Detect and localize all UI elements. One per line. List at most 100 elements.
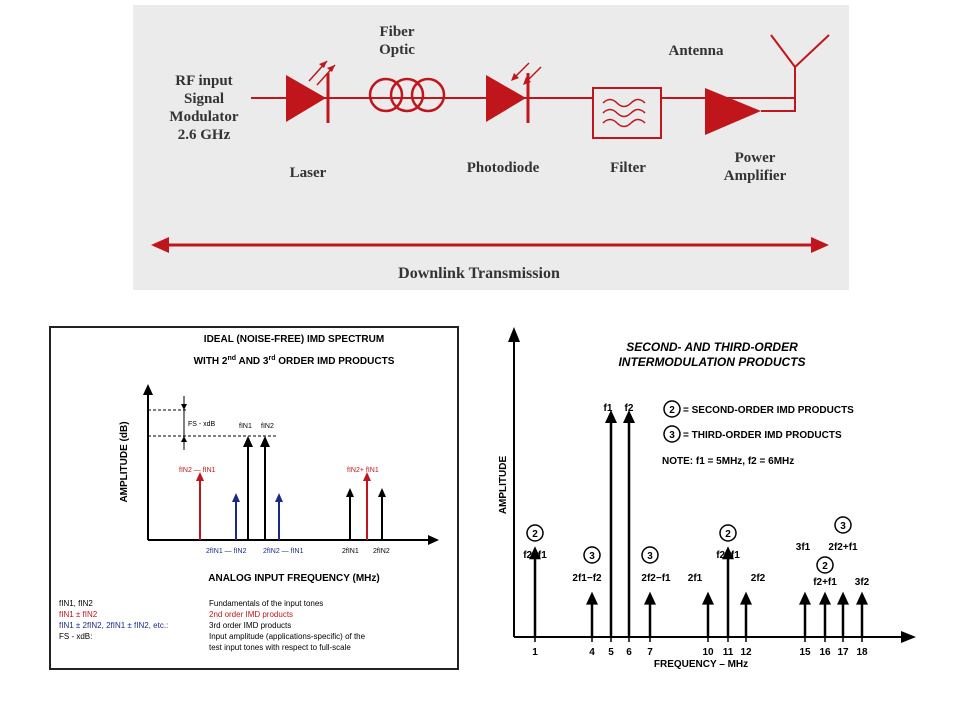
order-2-marker-3	[816, 556, 834, 574]
downlink-diagram: RF input Signal Modulator 2.6 GHz Laser …	[151, 24, 830, 282]
third-order-high-tone	[275, 493, 283, 540]
x-tick-label: 10	[702, 647, 714, 658]
x-tick-label: 6	[626, 647, 632, 658]
label-2f1-f2: 2f1−f2	[572, 573, 602, 584]
order-3-marker-3-text: 3	[840, 521, 846, 532]
imd-y-label: AMPLITUDE (dB)	[119, 421, 130, 502]
label-f2+f1-harmonic: f2+f1	[813, 577, 837, 588]
intermod-arrow	[605, 410, 617, 423]
intermod-arrow	[586, 591, 598, 605]
label-f1: f1	[604, 403, 613, 414]
order-2-marker-3-text: 2	[822, 561, 828, 572]
legend-term-3: fIN1 ± 2fIN2, 2fIN1 ± fIN2, etc.:	[59, 621, 169, 630]
legend-term-1: fIN1, fIN2	[59, 599, 93, 608]
fin2-tone	[260, 436, 270, 540]
imd-x-label: ANALOG INPUT FREQUENCY (MHz)	[208, 573, 379, 584]
photodiode-label: Photodiode	[467, 160, 540, 176]
label-3f2: 3f2	[855, 577, 870, 588]
x-tick-label: 18	[856, 647, 868, 658]
x-tick-label: 5	[608, 647, 614, 658]
laser-diode-icon	[286, 60, 336, 123]
order-2-marker-2-text: 2	[725, 529, 731, 540]
downlink-arrow	[151, 237, 829, 253]
label-2f1: 2f1	[688, 573, 703, 584]
fin1-label: fIN1	[239, 423, 252, 430]
order-2-marker-1	[526, 524, 544, 542]
intermod-arrow	[529, 546, 541, 560]
second-order-diff-label: fIN2 — fIN1	[179, 467, 216, 474]
intermod-title-line1: SECOND- AND THIRD-ORDER	[626, 340, 798, 354]
order-2-marker-2	[719, 524, 737, 542]
harmonic-2fin2-label: 2fIN2	[373, 548, 390, 555]
legend-desc-4: Input amplitude (applications-specific) …	[209, 632, 366, 641]
filter-icon	[592, 87, 662, 139]
intermod-arrow	[644, 591, 656, 605]
legend-second-order: 2 = SECOND-ORDER IMD PRODUCTS	[663, 400, 854, 418]
legend-desc-1: Fundamentals of the input tones	[209, 599, 324, 608]
downlink-label: Downlink Transmission	[398, 265, 560, 282]
intermod-arrow	[819, 591, 831, 605]
power-amplifier-line1: Power	[735, 150, 776, 166]
order-3-marker-2-text: 3	[647, 551, 653, 562]
label-f2: f2	[625, 403, 634, 414]
third-order-low-tone	[232, 493, 240, 540]
filter-label: Filter	[610, 160, 646, 176]
legend-term-2: fIN1 ± fIN2	[59, 610, 98, 619]
third-order-low-label: 2fIN1 — fIN2	[206, 548, 247, 555]
fiber-optic-line1: Fiber	[380, 24, 415, 40]
second-order-sum-tone	[363, 472, 371, 540]
fiber-optic-line2: Optic	[379, 42, 415, 58]
x-tick-label: 12	[740, 647, 752, 658]
imd-y-axis-arrow	[143, 384, 153, 395]
intermod-arrow	[702, 591, 714, 605]
x-tick-label: 15	[799, 647, 811, 658]
intermod-note: NOTE: f1 = 5MHz, f2 = 6MHz	[662, 456, 794, 467]
rf-input-line2: Signal	[184, 91, 224, 107]
intermod-arrow	[740, 591, 752, 605]
svg-text:= SECOND-ORDER IMD PRODUCTS: = SECOND-ORDER IMD PRODUCTS	[683, 405, 854, 416]
antenna-label: Antenna	[668, 43, 724, 59]
rf-input-line1: RF input	[175, 73, 232, 89]
harmonic-2fin2-tone	[378, 488, 386, 540]
imd-title-line1: IDEAL (NOISE-FREE) IMD SPECTRUM	[204, 334, 384, 345]
rf-input-line3: Modulator	[169, 109, 239, 125]
legend-desc-5: test input tones with respect to full-sc…	[209, 643, 351, 652]
svg-text:3: 3	[669, 430, 675, 441]
order-2-marker-1-text: 2	[532, 529, 538, 540]
x-tick-label: 16	[819, 647, 831, 658]
legend-third-order: 3 = THIRD-ORDER IMD PRODUCTS	[663, 425, 842, 443]
intermod-arrow	[722, 546, 734, 560]
intermod-title-line2: INTERMODULATION PRODUCTS	[618, 355, 805, 369]
label-f2+f1: f2+f1	[716, 550, 740, 561]
imd-x-axis-arrow	[428, 535, 439, 545]
second-order-sum-label: fIN2+ fIN1	[347, 467, 379, 474]
downlink-diagram-panel: RF input Signal Modulator 2.6 GHz Laser …	[133, 5, 849, 290]
intermod-arrow	[623, 410, 635, 423]
intermod-panel: SECOND- AND THIRD-ORDER INTERMODULATION …	[490, 315, 930, 685]
power-amplifier-icon	[705, 88, 761, 135]
legend-desc-2: 2nd order IMD products	[209, 610, 294, 619]
order-3-marker-1	[583, 546, 601, 564]
label-3f1: 3f1	[796, 542, 811, 553]
svg-text:2: 2	[669, 405, 675, 416]
fs-marker	[148, 396, 277, 450]
photodiode-icon	[486, 62, 542, 123]
intermod-y-label: AMPLITUDE	[498, 456, 509, 515]
x-tick-label: 1	[532, 647, 538, 658]
x-tick-label: 17	[837, 647, 849, 658]
intermod-x-axis-arrow	[901, 631, 916, 643]
harmonic-2fin1-label: 2fIN1	[342, 548, 359, 555]
order-3-marker-2	[641, 546, 659, 564]
label-2f2+f1: 2f2+f1	[828, 542, 858, 553]
third-order-high-label: 2fIN2 — fIN1	[263, 548, 304, 555]
intermod-arrow	[837, 591, 849, 605]
legend-term-4: FS - xdB:	[59, 632, 93, 641]
imd-spectrum-chart: IDEAL (NOISE-FREE) IMD SPECTRUM WITH 2nd…	[119, 334, 439, 584]
intermod-chart: SECOND- AND THIRD-ORDER INTERMODULATION …	[498, 327, 916, 670]
fin1-tone	[243, 436, 253, 540]
label-2f2-f1: 2f2−f1	[641, 573, 671, 584]
fiber-coil-icon	[368, 77, 446, 113]
x-tick-label: 4	[589, 647, 595, 658]
x-tick-label: 11	[723, 647, 734, 658]
intermod-x-label: FREQUENCY – MHz	[654, 659, 748, 670]
